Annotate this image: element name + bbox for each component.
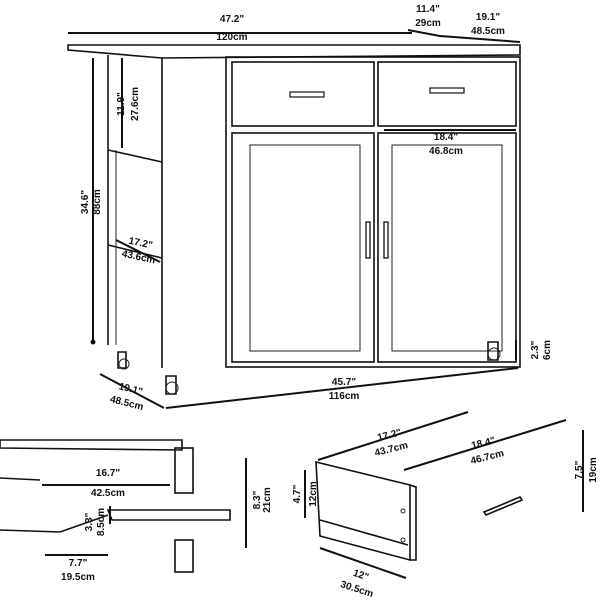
cabinet-drawing: [67, 44, 521, 395]
caster-icon: [117, 351, 130, 370]
door-width-inches: 18.4": [434, 132, 458, 143]
shelf-depth-cm: 29cm: [415, 18, 441, 29]
leg-height-cm: 6cm: [542, 340, 553, 360]
drawer-back-cm: 30.5cm: [339, 579, 375, 600]
shelf-height-cm: 27.6cm: [130, 87, 141, 121]
inner-depth-inches: 17.2": [128, 236, 154, 252]
shelf-width-inches: 16.7": [96, 468, 120, 479]
shelf-separation-cm: 21cm: [262, 487, 273, 513]
shelf-detail-drawing: 16.7" 42.5cm 3.3" 8.5cm 8.3" 21cm 7.7" 1…: [0, 439, 273, 583]
leg-height-inches: 2.3": [530, 340, 541, 359]
shelf-width-cm: 42.5cm: [91, 488, 125, 499]
depth-cm: 48.5cm: [471, 26, 505, 37]
depth-inches: 19.1": [476, 12, 500, 23]
shelf-depth-detail-cm: 19.5cm: [61, 572, 95, 583]
side-depth-inches: 19.1": [118, 381, 144, 398]
shelf-depth-inches: 11.4": [416, 4, 440, 15]
drawer-height-inches: 7.5": [574, 460, 585, 479]
drawer-side-cm: 12cm: [308, 481, 319, 507]
width-cm: 120cm: [216, 32, 247, 43]
width-inches: 47.2": [220, 14, 244, 25]
caster-icon: [165, 375, 179, 395]
drawer-side-inches: 4.7": [292, 484, 303, 503]
drawer-width-inches: 18.4": [470, 435, 496, 452]
shelf-separation-inches: 8.3": [252, 490, 263, 509]
shelf-depth-detail-inches: 7.7": [69, 558, 88, 569]
shelf-gap-cm: 8.5cm: [96, 508, 107, 536]
shelf-gap-inches: 3.3": [84, 512, 95, 531]
door-width-cm: 46.8cm: [429, 146, 463, 157]
base-width-cm: 116cm: [329, 391, 360, 402]
caster-icon: [487, 341, 501, 361]
dimension-lines: [68, 29, 521, 409]
base-width-inches: 45.7": [332, 377, 356, 388]
dimension-labels: 47.2" 120cm 11.4" 29cm 19.1" 48.5cm 11.9…: [80, 4, 553, 413]
drawer-height-cm: 19cm: [588, 457, 599, 483]
height-cm: 88cm: [92, 189, 103, 215]
drawer-detail-drawing: 17.2" 43.7cm 18.4" 46.7cm 7.5" 19cm 4.7"…: [292, 411, 599, 600]
drawer-handle-icon: [482, 496, 524, 516]
drawer-back-inches: 12": [352, 568, 371, 583]
height-inches: 34.6": [80, 190, 91, 214]
shelf-height-inches: 11.9": [116, 92, 127, 116]
